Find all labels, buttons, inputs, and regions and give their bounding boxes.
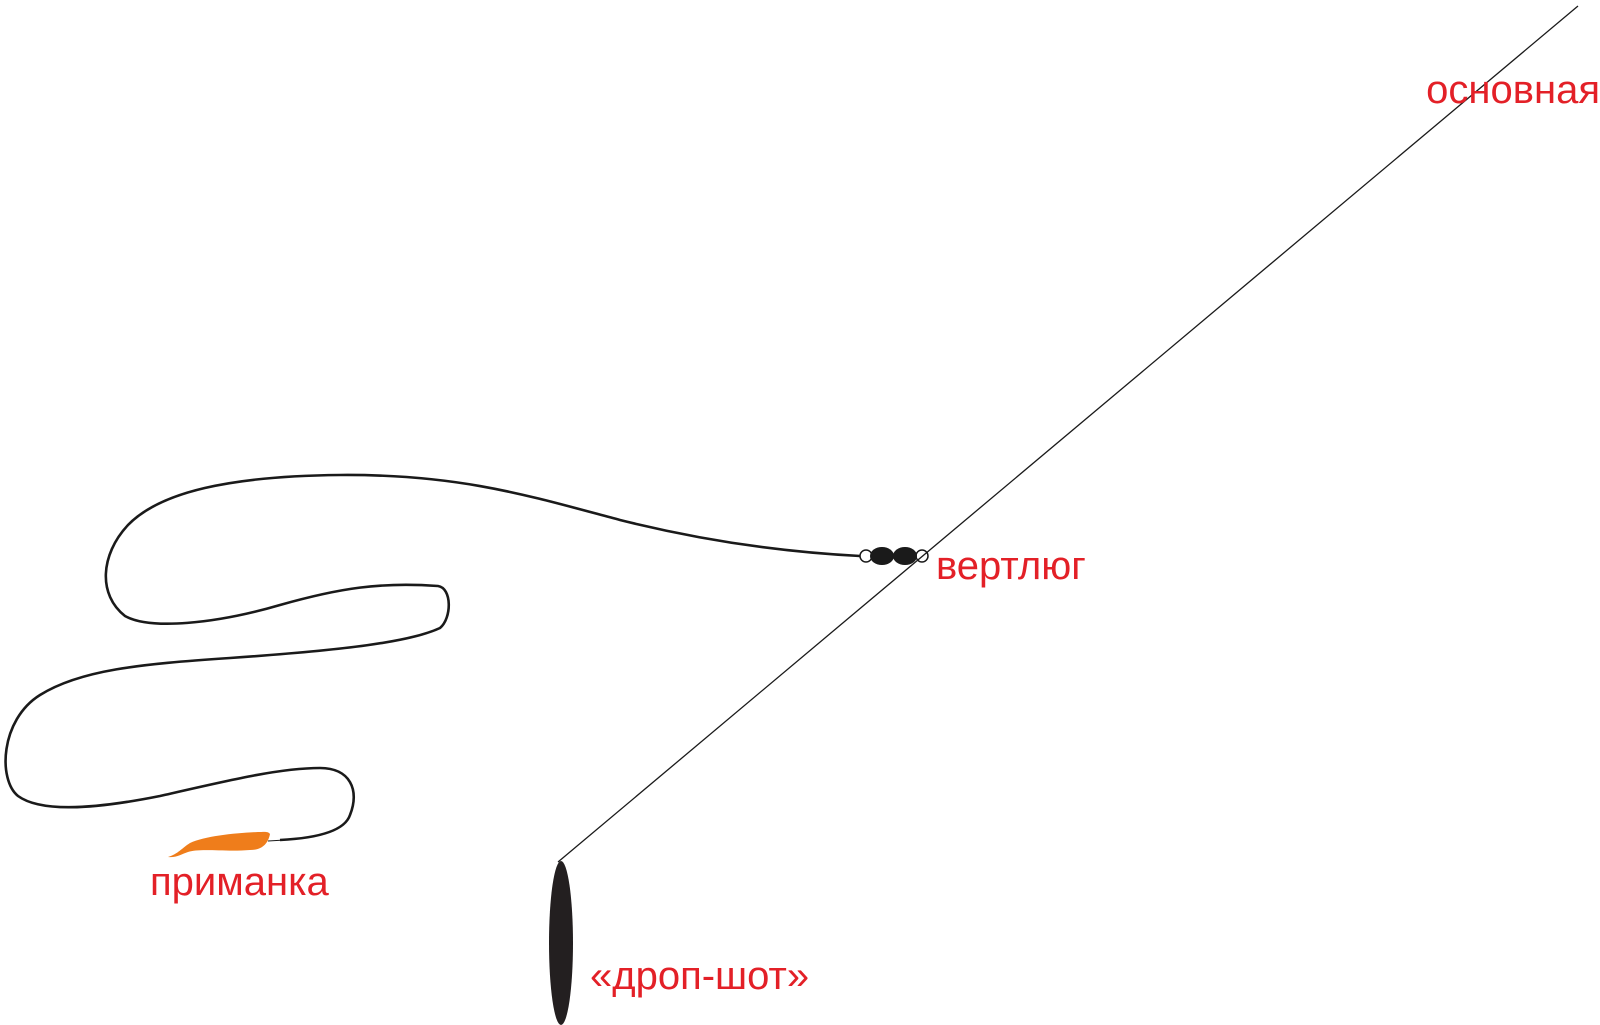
lure-icon bbox=[168, 831, 270, 858]
main-line bbox=[557, 5, 1579, 863]
label-swivel: вертлюг bbox=[936, 544, 1086, 588]
lure-tippet bbox=[267, 839, 286, 842]
swivel-icon bbox=[859, 547, 929, 565]
label-drop-shot: «дроп-шот» bbox=[590, 954, 810, 998]
drop-shot-weight-icon bbox=[549, 861, 573, 1025]
label-main-line: основная bbox=[1426, 68, 1600, 112]
leader-line bbox=[4, 473, 861, 842]
label-lure: приманка bbox=[150, 860, 329, 904]
